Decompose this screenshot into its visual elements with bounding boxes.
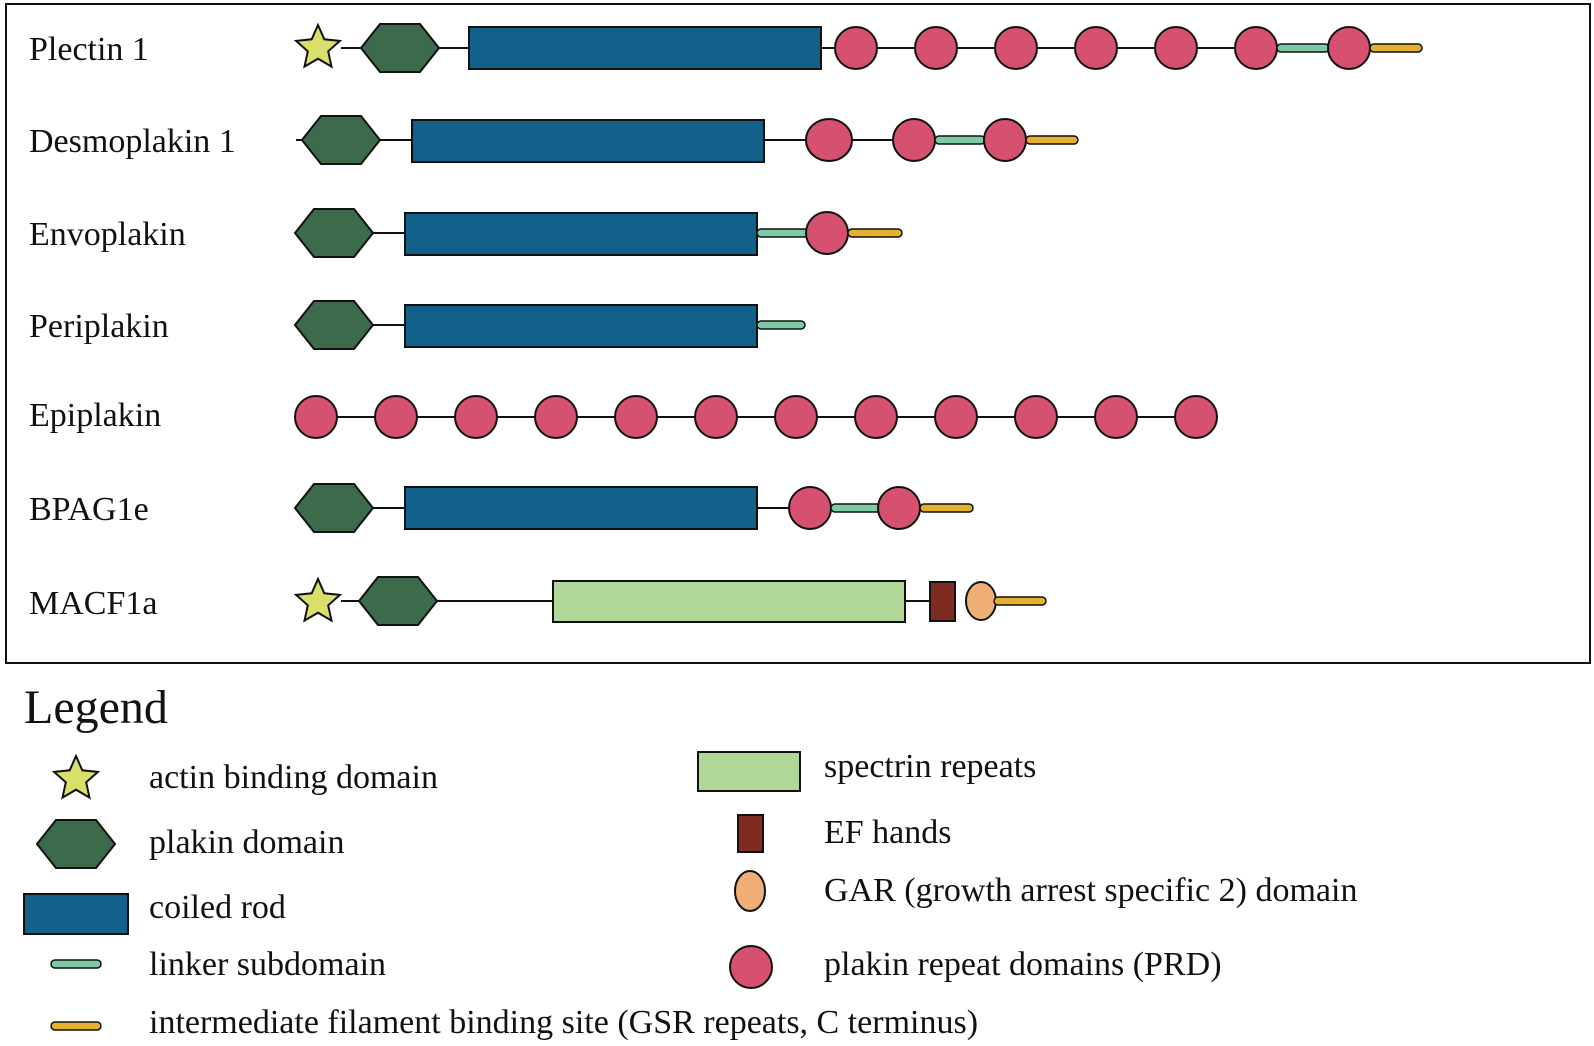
gar-domain [965,581,997,621]
if-binding-site [993,596,1047,606]
prd-circle [694,395,738,439]
legend-label-ef: EF hands [824,814,952,851]
prd-circle [774,395,818,439]
protein-label: MACF1a [29,585,157,622]
coiled-rod [468,26,822,70]
actin-binding-star [293,22,343,69]
protein-label: BPAG1e [29,491,149,528]
row-plectin-1: Plectin 1 [29,22,1423,73]
diagram-frame [5,3,1591,664]
legend-ef-hands-icon [737,814,764,853]
prd-circle [1234,26,1278,70]
linker-subdomain [1276,43,1330,53]
row-epiplakin: Epiplakin [29,395,1218,439]
plakin-domain [300,115,382,165]
prd-circle [854,395,898,439]
prd-circle [534,395,578,439]
prd-circle [914,26,958,70]
legend-plakin-hexagon-icon [35,819,117,869]
legend-actin-star-icon [51,753,101,800]
prd-circle [294,395,338,439]
prd-circle [788,486,832,530]
if-binding-site [847,228,903,238]
legend-ifbs-icon [50,1021,102,1031]
legend-label-plakin: plakin domain [149,824,344,861]
spectrin-repeats [552,580,906,623]
prd-circle [614,395,658,439]
legend-linker-icon [50,959,102,969]
prd-circle [1174,395,1218,439]
plakin-domain [357,576,439,626]
row-periplakin: Periplakin [29,300,806,350]
row-desmoplakin-1: Desmoplakin 1 [29,115,1079,165]
legend: Legend actin binding domain plakin domai… [23,681,1357,1041]
plakin-domain [293,483,375,533]
legend-label-prd: plakin repeat domains (PRD) [824,946,1222,983]
linker-subdomain [830,503,882,513]
prd-circle [1327,26,1371,70]
prd-circle [892,118,936,162]
actin-binding-star [293,576,343,623]
linker-subdomain [756,320,806,330]
legend-gar-icon [734,870,766,912]
legend-title: Legend [24,681,168,734]
if-binding-site [1025,135,1079,145]
plakin-domain [293,208,375,258]
coiled-rod [411,119,765,163]
legend-label-coiled: coiled rod [149,889,286,926]
legend-prd-icon [729,945,773,989]
prd-circle [374,395,418,439]
prd-circle [805,211,849,255]
protein-label: Envoplakin [29,216,186,253]
legend-coiled-rod-icon [23,893,129,935]
prd-circle [454,395,498,439]
prd-circle [934,395,978,439]
legend-label-ifbs: intermediate filament binding site (GSR … [149,1004,978,1041]
plakin-domain [293,300,375,350]
protein-label: Periplakin [29,308,169,345]
prd-circle [1014,395,1058,439]
legend-label-linker: linker subdomain [149,946,386,983]
if-binding-site [1369,43,1423,53]
prd-circle [994,26,1038,70]
coiled-rod [404,304,758,348]
coiled-rod [404,486,758,530]
prd-circle [834,26,878,70]
prd-circle [983,118,1027,162]
row-envoplakin: Envoplakin [29,208,903,258]
legend-label-spectrin: spectrin repeats [824,748,1036,785]
prd-circle [1154,26,1198,70]
plakin-domain [359,23,441,73]
prd-circle [877,486,921,530]
legend-spectrin-icon [697,751,801,792]
if-binding-site [919,503,974,513]
linker-subdomain [934,135,986,145]
row-bpag1e: BPAG1e [29,483,974,533]
prd-circle [1094,395,1138,439]
linker-subdomain [756,228,810,238]
legend-label-actin: actin binding domain [149,759,438,796]
ef-hands [929,581,956,622]
protein-label: Desmoplakin 1 [29,123,236,160]
protein-label: Plectin 1 [29,31,149,68]
protein-label: Epiplakin [29,397,161,434]
prd-circle [1074,26,1118,70]
row-macf1a: MACF1a [29,576,1047,626]
coiled-rod [404,212,758,256]
legend-label-gar: GAR (growth arrest specific 2) domain [824,872,1357,909]
prd-circle [805,118,853,162]
